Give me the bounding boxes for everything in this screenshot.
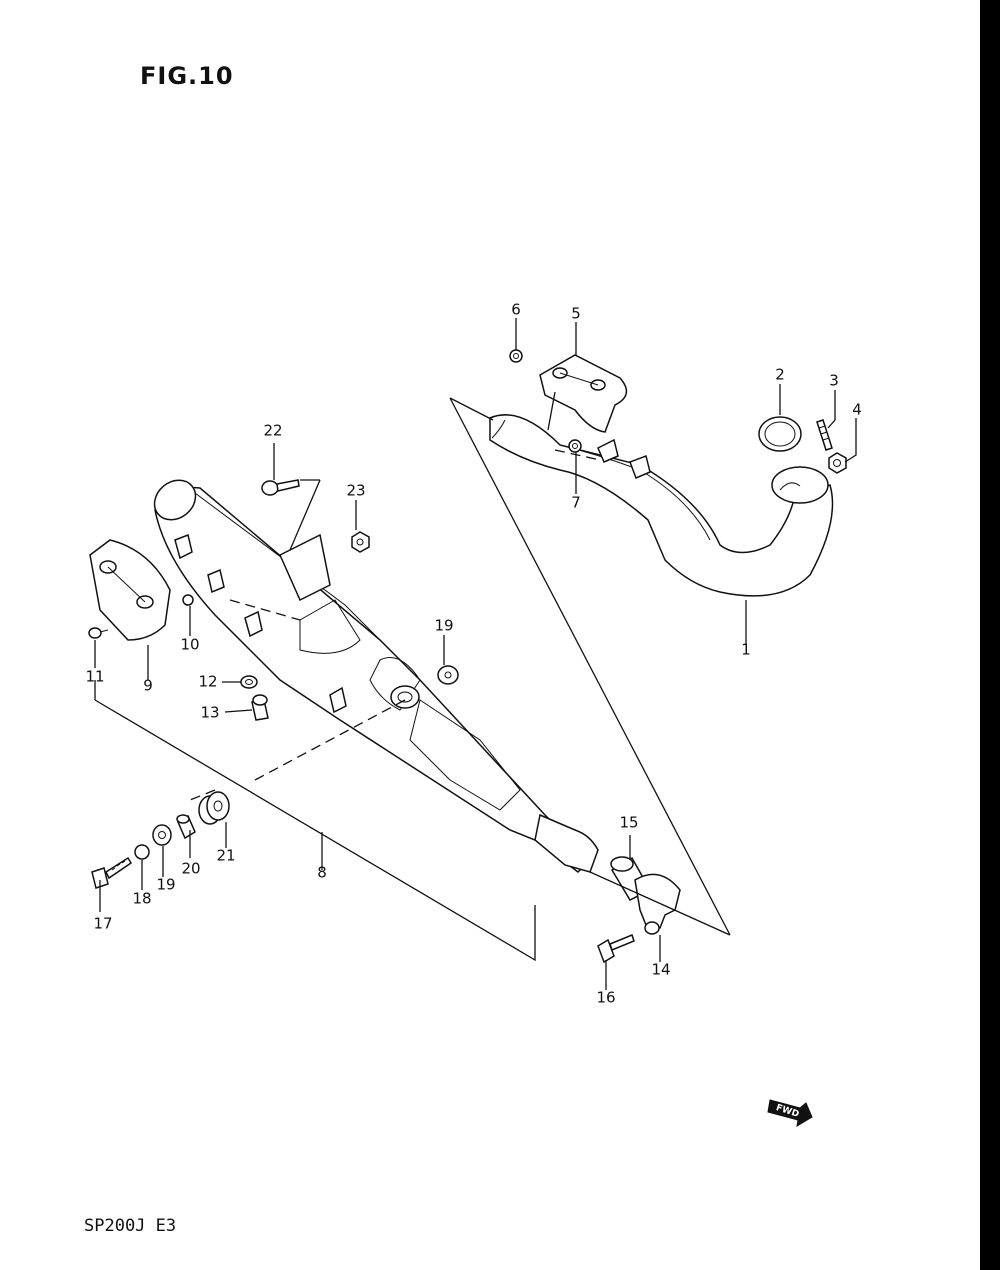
callout-6: 6 <box>511 300 521 319</box>
callout-13: 13 <box>200 703 220 722</box>
bolt-17 <box>91 856 133 889</box>
callout-7: 7 <box>571 493 581 512</box>
muffler <box>153 479 599 873</box>
callout-14: 14 <box>651 960 671 979</box>
nut-23 <box>351 531 370 553</box>
callout-17: 17 <box>93 914 113 933</box>
figure-title: FIG.10 <box>140 62 234 90</box>
callout-15: 15 <box>619 813 639 832</box>
callout-10: 10 <box>180 635 200 654</box>
callout-16: 16 <box>596 988 616 1007</box>
muffler-heat-shield <box>89 539 171 641</box>
clamp-14 <box>634 873 681 935</box>
nut-small <box>509 349 523 363</box>
bolt-11 <box>88 627 109 639</box>
callout-2: 2 <box>775 365 785 384</box>
callout-1: 1 <box>741 640 751 659</box>
callout-11: 11 <box>85 667 105 686</box>
collar-20 <box>176 814 196 840</box>
grommet-21 <box>198 791 230 825</box>
callout-12: 12 <box>198 672 218 691</box>
dash-lines <box>189 449 601 801</box>
leader-lines <box>94 318 857 990</box>
assembly-outline <box>94 391 731 962</box>
washer-19-lower <box>152 824 172 846</box>
forward-arrow-icon: FWD <box>767 1099 813 1127</box>
callout-8: 8 <box>317 863 327 882</box>
washer-19-upper <box>437 665 459 685</box>
callout-19-upper: 19 <box>434 616 454 635</box>
callout-18: 18 <box>132 889 152 908</box>
callout-4: 4 <box>852 400 862 419</box>
callout-21: 21 <box>216 846 236 865</box>
bolt-16 <box>597 934 635 964</box>
bolt-13 <box>251 694 269 721</box>
washer-18 <box>134 844 150 860</box>
callout-23: 23 <box>346 481 366 500</box>
washer-10 <box>182 594 194 606</box>
callout-9: 9 <box>143 676 153 695</box>
model-code: SP200J E3 <box>84 1216 177 1236</box>
callout-20: 20 <box>181 859 201 878</box>
nut-12 <box>240 675 258 689</box>
callout-22: 22 <box>263 421 283 440</box>
callout-19-lower: 19 <box>156 875 176 894</box>
scan-edge-bar <box>980 0 1000 1270</box>
heat-shield <box>539 354 628 433</box>
gasket <box>758 416 802 452</box>
nut <box>828 452 847 474</box>
stud-bolt <box>816 419 833 451</box>
washer-7 <box>568 439 582 453</box>
callout-3: 3 <box>829 371 839 390</box>
bolt-22 <box>261 479 300 496</box>
callout-5: 5 <box>571 304 581 323</box>
